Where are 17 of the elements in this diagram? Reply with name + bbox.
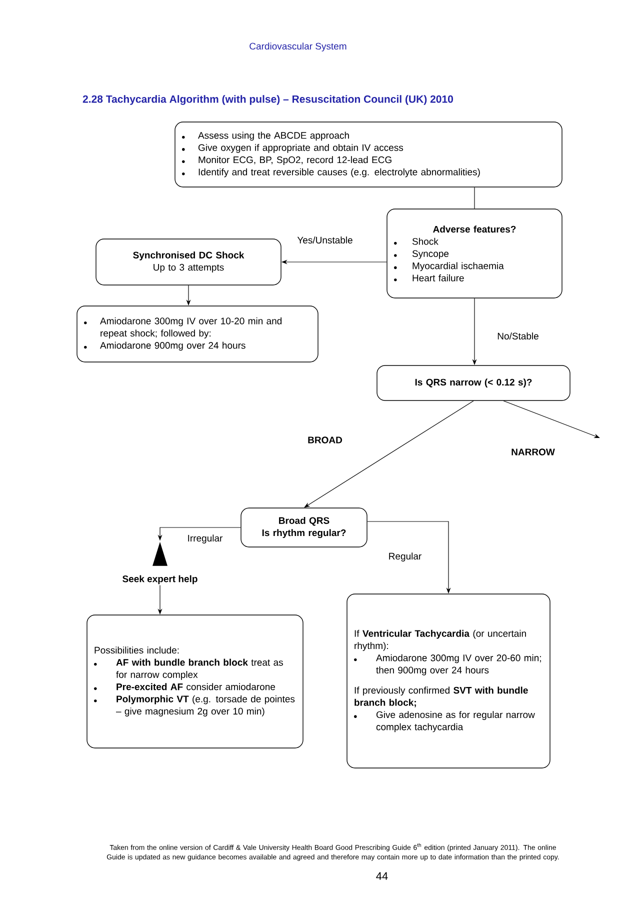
- edge-label: BROAD: [306, 435, 344, 445]
- process-box: Amiodarone 300mg IV over 10-20 min and repeat shock; followed by: Amiodarone 900mg over 24 hours: [76, 306, 318, 362]
- edge-label: NARROW: [510, 447, 556, 457]
- process-box: If Ventricular Tachycardia (or uncertain rhythm): Amiodarone 300mg IV over 20-60 min; then 900mg over 24 hours If previously confirmed SVT with bundle branch block; Give adenosine as for regular narrow complex tachycardia: [346, 594, 550, 768]
- edge-label: Yes/Unstable: [296, 235, 354, 245]
- edge-label: No/Stable: [496, 331, 540, 341]
- process-box: Possibilities include: AF with bundle branch block treat as for narrow complex Pre-excited AF consider amiodarone Polymorphic VT (e.g. torsade de pointes – give magnesium 2g over 10 min): [86, 614, 304, 748]
- process-box: Is QRS narrow (< 0.12 s)?: [376, 365, 570, 401]
- running-header: Cardiovascular System: [250, 42, 346, 52]
- page-number: 44: [376, 872, 388, 880]
- process-box: Synchronised DC Shock Up to 3 attempts: [96, 238, 282, 286]
- process-box: Broad QRS Is rhythm regular?: [240, 508, 368, 548]
- title: 2.28 Tachycardia Algorithm (with pulse) – Resuscitation Council (UK) 2010: [82, 95, 453, 105]
- process-box: Assess using the ABCDE approach Give oxygen if appropriate and obtain IV access Monitor ECG, BP, SpO2, record 12-lead ECG Identify and treat reversible causes (e.g. electrolyte abnormalities): [174, 122, 562, 188]
- edge-label: Regular: [386, 551, 424, 563]
- process-box: Adverse features? Shock Syncope Myocardial ischaemia Heart failure: [386, 208, 562, 298]
- node-label: Seek expert help: [122, 575, 198, 584]
